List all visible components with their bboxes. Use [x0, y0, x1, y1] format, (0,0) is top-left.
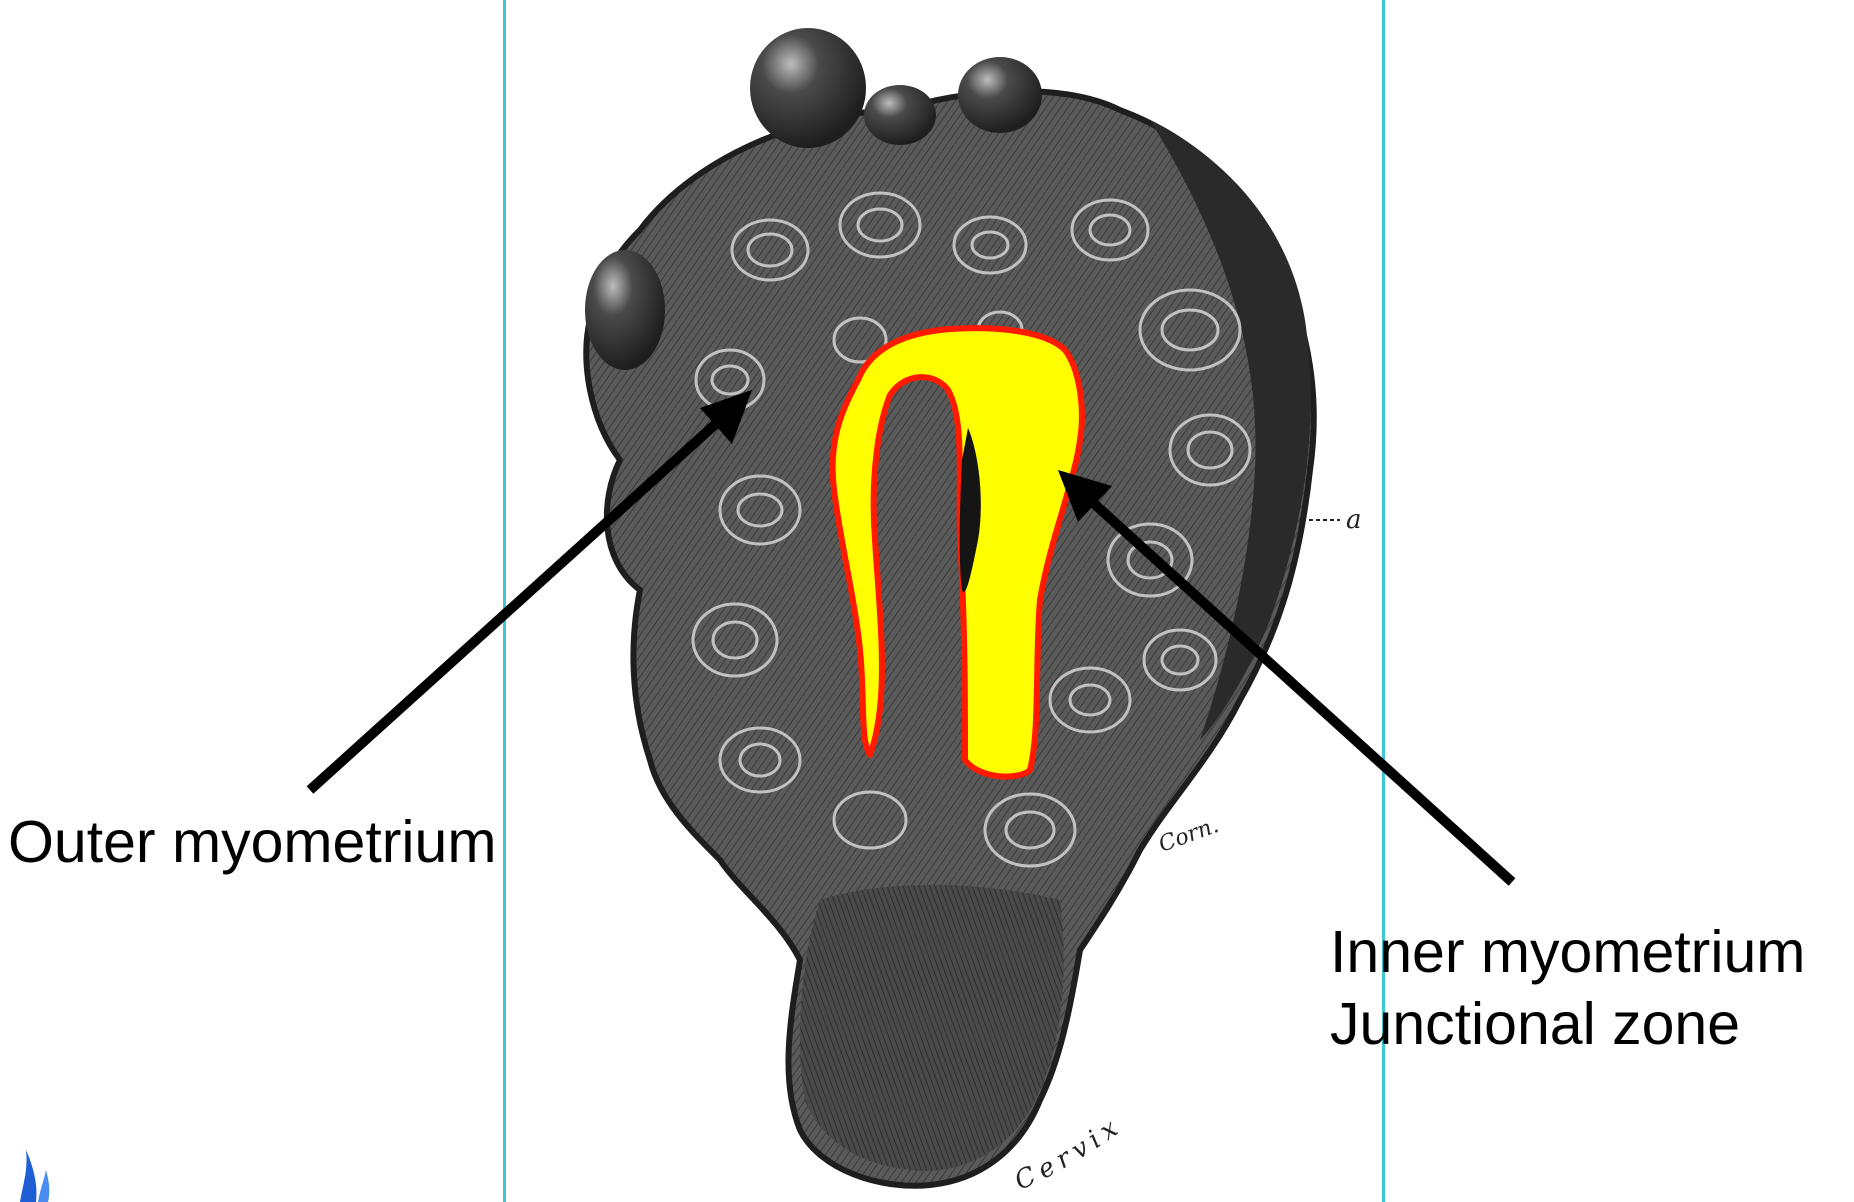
junctional-zone-label: Junctional zone — [1330, 990, 1740, 1058]
outer-myometrium-label: Outer myometrium — [8, 808, 496, 876]
artist-signature: Corn. — [1156, 813, 1223, 858]
marker-a-label: a — [1346, 505, 1362, 535]
blue-flame-logo-icon — [20, 1150, 49, 1202]
inner-myometrium-label: Inner myometrium — [1330, 918, 1805, 986]
